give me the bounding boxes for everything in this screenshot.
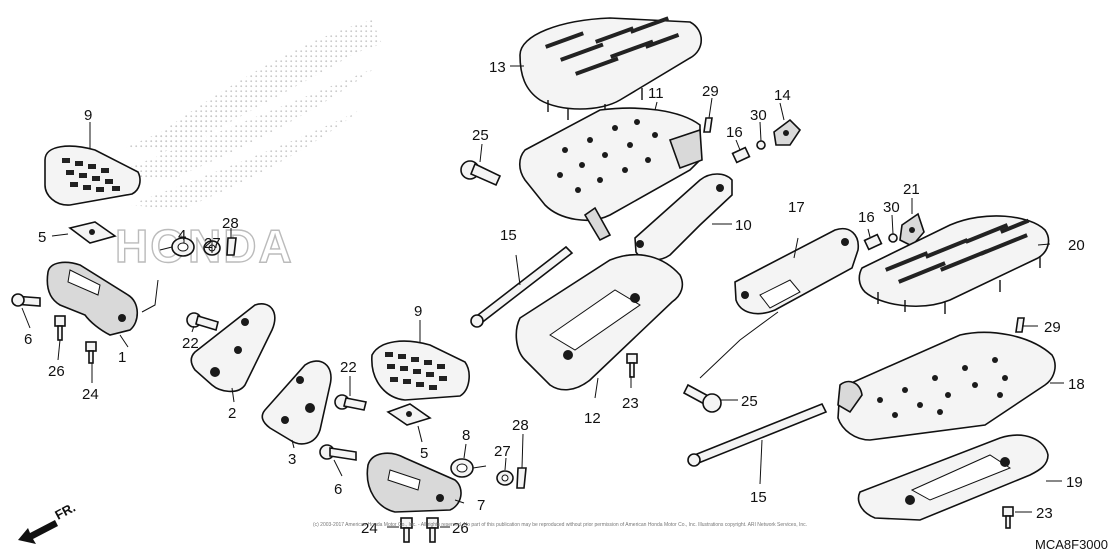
callout-2: 2 [228, 405, 236, 422]
callout-10: 10 [735, 217, 752, 234]
part-23-bolt-lower [1002, 506, 1014, 529]
part-25-bolt-upper [460, 160, 502, 187]
part-18-floorboard-bracket-right [837, 331, 1056, 441]
callout-14: 14 [774, 87, 791, 104]
part-26-bolt-bottom [426, 517, 439, 543]
callout-19: 19 [1066, 474, 1083, 491]
part-1-footpeg-bracket [46, 261, 159, 336]
part-7-footpeg-bracket [366, 452, 462, 513]
part-24-bolt-bottom [400, 517, 413, 543]
part-30-washer-upper [756, 140, 766, 150]
part-5-clip-left [68, 221, 117, 244]
callout-8: 8 [462, 427, 470, 444]
callout-5-center: 5 [420, 445, 428, 462]
part-4-spring [159, 237, 195, 257]
callout-22-left: 22 [182, 335, 199, 352]
honda-wing-logo: HONDA [110, 20, 382, 273]
part-25-bolt-lower [682, 383, 722, 413]
callout-leaders [21, 65, 1064, 528]
part-29-cotter-pin-lower [1015, 317, 1025, 333]
callout-25-lower: 25 [741, 393, 758, 410]
callout-1: 1 [118, 349, 126, 366]
part-2-bracket [190, 303, 276, 393]
part-16-spring-lower [863, 233, 883, 251]
part-28-pin-lower [516, 467, 527, 489]
callout-9-center: 9 [414, 303, 422, 320]
callout-21: 21 [903, 181, 920, 198]
part-13-floorboard-rubber [519, 16, 703, 120]
callout-16-upper: 16 [726, 124, 743, 141]
part-17-floorboard-arm-right [734, 228, 860, 315]
part-11-floorboard-bracket [518, 107, 703, 242]
part-19-floorboard-plate-right [857, 434, 1049, 521]
callout-22-center: 22 [340, 359, 357, 376]
part-23-bolt-center [626, 353, 638, 378]
copyright-notice: (c) 2003-2017 American Honda Motor Co., … [312, 522, 808, 528]
leader-17-25 [699, 311, 779, 379]
part-12-floorboard-plate [515, 253, 684, 391]
part-27-washer-lower [496, 470, 514, 486]
callout-23-center: 23 [622, 395, 639, 412]
callout-6-left: 6 [24, 331, 32, 348]
callout-17: 17 [788, 199, 805, 216]
front-direction-label: FR. [52, 500, 78, 523]
part-8-spring [450, 458, 487, 478]
callout-27-lower: 27 [494, 443, 511, 460]
callout-23-lower: 23 [1036, 505, 1053, 522]
part-9-footpeg-rubber-left [44, 145, 141, 206]
callout-11: 11 [648, 85, 664, 102]
callout-26-bottom: 26 [452, 520, 469, 537]
callout-18: 18 [1068, 376, 1085, 393]
front-direction-arrow: FR. [18, 500, 78, 544]
part-21-plate [899, 212, 925, 247]
callout-24-left: 24 [82, 386, 99, 403]
callout-5-left: 5 [38, 229, 46, 246]
part-30-washer-lower [888, 233, 898, 243]
part-26-bolt-left [54, 315, 66, 341]
part-16-spring-upper [731, 146, 751, 164]
part-15-rod-center [470, 245, 574, 328]
callout-28-lower: 28 [512, 417, 529, 434]
callout-7: 7 [477, 497, 485, 514]
callout-3: 3 [288, 451, 296, 468]
callout-6-center: 6 [334, 481, 342, 498]
part-15-rod-lower [687, 402, 828, 467]
honda-logo-text: HONDA [115, 220, 294, 272]
part-6-pin-center [319, 444, 357, 461]
callout-15-center: 15 [500, 227, 517, 244]
callout-16-lower: 16 [858, 209, 875, 226]
part-6-pin-left [11, 293, 41, 307]
callout-29-lower: 29 [1044, 319, 1061, 336]
callout-12: 12 [584, 410, 601, 427]
part-3-bracket [261, 360, 332, 445]
part-28-pin-upper [226, 237, 237, 256]
callout-13: 13 [489, 59, 506, 76]
part-22-bolt-left [186, 312, 219, 332]
callout-30-upper: 30 [750, 107, 767, 124]
callout-25-upper: 25 [472, 127, 489, 144]
callout-4: 4 [178, 227, 186, 244]
callout-numbers: 9 5 4 27 28 6 26 24 1 22 2 3 22 9 5 6 8 … [24, 59, 1085, 537]
part-14-plate [773, 118, 802, 146]
part-29-cotter-pin-upper [703, 117, 713, 133]
diagram-code: MCA8F3000 [1035, 537, 1108, 552]
callout-15-lower: 15 [750, 489, 767, 506]
callout-24-bottom: 24 [361, 520, 378, 537]
callout-20: 20 [1068, 237, 1085, 254]
callout-27-upper: 27 [204, 235, 221, 252]
part-20-floorboard-rubber-right [858, 215, 1050, 314]
part-22-bolt-center [334, 394, 367, 411]
part-9-footpeg-rubber-center [371, 340, 470, 401]
callout-26-left: 26 [48, 363, 65, 380]
callout-29-upper: 29 [702, 83, 719, 100]
callout-9-left: 9 [84, 107, 92, 124]
callout-30-lower: 30 [883, 199, 900, 216]
callout-28-upper: 28 [222, 215, 239, 232]
part-24-bolt-left [85, 341, 97, 364]
part-5-clip-center [386, 403, 432, 426]
